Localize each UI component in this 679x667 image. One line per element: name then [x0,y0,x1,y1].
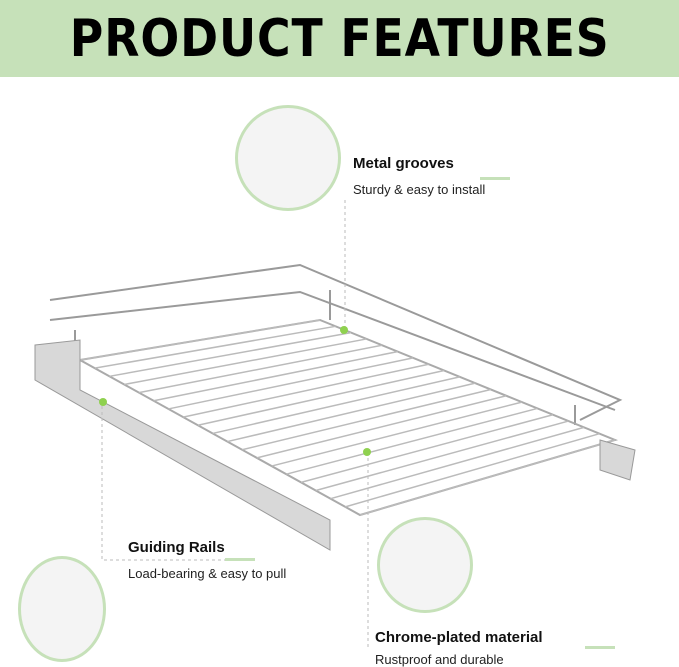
basket-wire [182,363,429,418]
basket-wire [168,357,414,410]
basket-wire [359,439,616,516]
feature-title: Guiding Rails [128,539,225,556]
basket-wire [197,369,445,426]
basket-wire [345,432,600,508]
basket-wire [79,319,321,361]
basket-wire [109,331,352,378]
detail-circle-rails [18,556,106,662]
feature-title: Metal grooves [353,155,454,172]
detail-circle-chrome [377,517,473,613]
marker-dot [99,398,107,406]
basket-wire [330,426,585,500]
basket-wire [315,420,569,492]
basket-wire [241,388,491,451]
basket-wire [256,395,507,459]
basket-wire [94,325,336,369]
header-banner: PRODUCT FEATURES [0,0,679,77]
basket-wire [138,344,383,394]
basket-wire [300,414,554,484]
feature-title: Chrome-plated material [375,629,543,646]
feature-metal-grooves: Metal grooves Sturdy & easy to install [353,155,485,197]
feature-subtitle: Rustproof and durable [375,652,504,667]
basket-wire [212,376,460,435]
marker-dot [340,326,348,334]
feature-subtitle: Sturdy & easy to install [353,182,486,197]
page-title: PRODUCT FEATURES [69,8,610,69]
basket-wire [124,338,367,386]
feature-chrome-plated: Chrome-plated material Rustproof and dur… [375,629,543,667]
feature-guiding-rails: Guiding Rails Load-bearing & easy to pul… [128,539,286,581]
feature-subtitle: Load-bearing & easy to pull [128,566,287,581]
basket-wire [227,382,476,443]
detail-circle-grooves [235,105,341,211]
basket-wire [153,350,398,402]
marker-dot [363,448,371,456]
basket-wire [286,407,538,475]
basket-wire [271,401,523,467]
